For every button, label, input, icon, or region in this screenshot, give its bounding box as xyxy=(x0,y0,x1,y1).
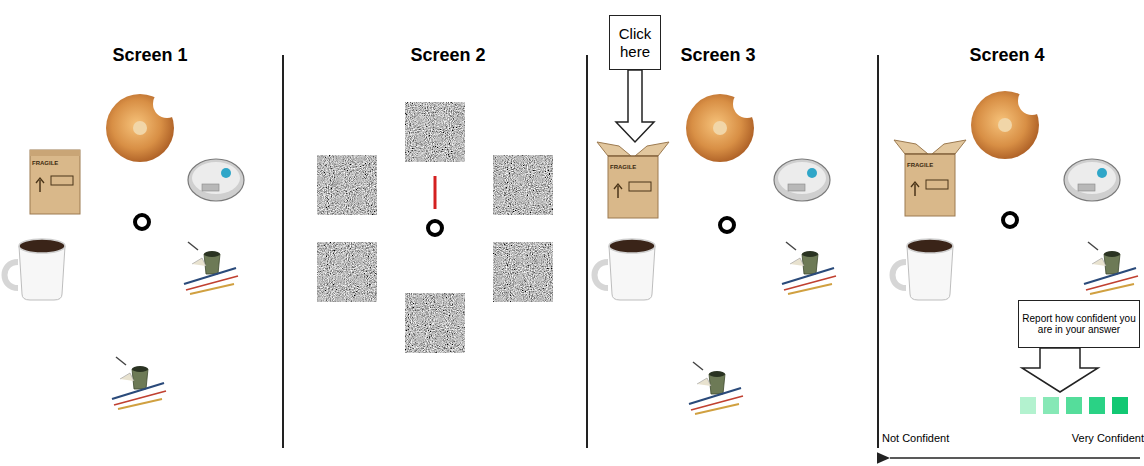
scale-end-label: Not Confident xyxy=(882,432,992,444)
fixation-point xyxy=(135,215,149,229)
confidence-square xyxy=(1020,397,1036,414)
callout-text: Report how confident you are in your ans… xyxy=(1021,313,1137,336)
box-print: FRAGILE xyxy=(32,160,72,167)
scale-end-label: Very Confident xyxy=(1062,432,1144,444)
confidence-square xyxy=(1112,397,1128,414)
fixation-point xyxy=(720,218,734,232)
bagel-image xyxy=(686,90,761,162)
pens-image xyxy=(689,362,743,414)
pens-image xyxy=(782,242,836,294)
open-box-image xyxy=(894,140,966,216)
pens-image xyxy=(1084,242,1138,294)
callout-text: Click here xyxy=(612,25,658,60)
fixation-point xyxy=(1003,213,1017,227)
mug-image xyxy=(5,239,66,300)
screen-title: Screen 1 xyxy=(90,46,210,66)
screen-title: Screen 3 xyxy=(658,46,778,66)
scale-image xyxy=(1064,159,1120,201)
scale-image xyxy=(774,159,830,201)
callout-box: Report how confident you are in your ans… xyxy=(1018,300,1140,348)
screen-divider xyxy=(282,55,284,448)
screen-title: Screen 4 xyxy=(947,46,1067,66)
bagel-image xyxy=(106,90,181,162)
pens-image xyxy=(184,242,238,294)
mug-image xyxy=(595,239,656,300)
noise-mask xyxy=(405,293,465,353)
callout-box: Click here xyxy=(609,15,661,70)
open-box-image xyxy=(597,142,669,218)
scale-image xyxy=(188,159,244,201)
confidence-square xyxy=(1066,397,1082,414)
confidence-square xyxy=(1043,397,1059,414)
screen-divider xyxy=(877,55,879,448)
noise-mask xyxy=(405,102,465,162)
screen-title: Screen 2 xyxy=(388,46,508,66)
box-image xyxy=(30,150,80,214)
box-print: FRAGILE xyxy=(907,162,947,169)
scale-arrow xyxy=(890,457,1140,459)
noise-mask xyxy=(493,155,553,215)
cue-line xyxy=(434,176,437,209)
mug-image xyxy=(893,239,954,300)
noise-mask xyxy=(317,155,377,215)
screen-divider xyxy=(586,55,588,448)
callout-arrow xyxy=(1022,348,1098,392)
callout-arrow xyxy=(616,70,654,142)
bagel-image xyxy=(971,87,1046,159)
confidence-square xyxy=(1089,397,1105,414)
noise-mask xyxy=(493,242,553,302)
fixation-point xyxy=(428,221,442,235)
noise-mask xyxy=(317,242,377,302)
box-print: FRAGILE xyxy=(610,164,650,171)
pens-image xyxy=(112,357,166,409)
